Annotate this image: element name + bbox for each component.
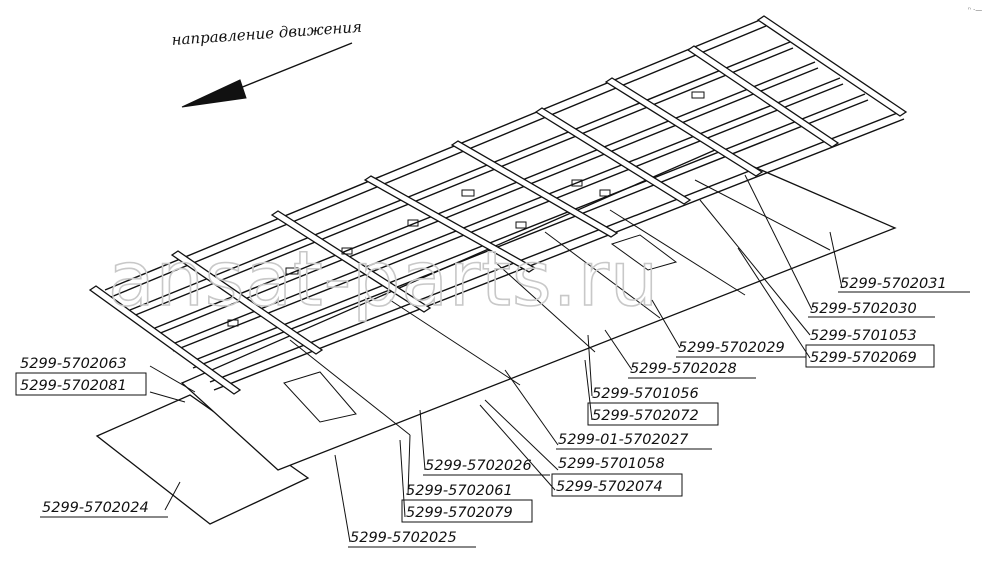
direction-label: направление движения <box>171 18 362 49</box>
callout-5299-5702031: 5299-5702031 <box>840 276 947 292</box>
callout-5299-5702074: 5299-5702074 <box>556 479 663 495</box>
callout-5299-5702028: 5299-5702028 <box>630 361 737 377</box>
callout-5299-5701056: 5299-5701056 <box>592 386 699 402</box>
corner-mark: ⁿ ·— <box>968 6 982 14</box>
callout-5299-5702026: 5299-5702026 <box>425 458 532 474</box>
callout-labels: 5299-5702031 5299-5702030 5299-5701053 5… <box>15 276 970 548</box>
direction-arrow <box>181 42 353 108</box>
leader-lines <box>149 174 843 543</box>
callout-5299-5701058: 5299-5701058 <box>558 456 665 472</box>
callout-5299-5702024: 5299-5702024 <box>42 500 149 516</box>
main-roof-panel <box>180 149 897 471</box>
callout-5299-01-5702027: 5299-01-5702027 <box>558 432 689 448</box>
callout-5299-5702081: 5299-5702081 <box>20 378 127 394</box>
front-hatch <box>283 371 357 423</box>
watermark: ansat-parts.ru <box>108 234 659 323</box>
callout-5299-5702029: 5299-5702029 <box>678 340 785 356</box>
roof-panels <box>95 149 897 525</box>
roof-frame <box>88 15 908 395</box>
callout-5299-5702063: 5299-5702063 <box>20 356 127 372</box>
rear-hatch <box>610 234 678 271</box>
callout-5299-5702079: 5299-5702079 <box>406 505 513 521</box>
callout-5299-5702025: 5299-5702025 <box>350 530 457 546</box>
callout-5299-5701053: 5299-5701053 <box>810 328 917 344</box>
callout-5299-5702030: 5299-5702030 <box>810 301 917 317</box>
callout-5299-5702069: 5299-5702069 <box>810 350 917 366</box>
front-sheet <box>95 394 310 525</box>
callout-5299-5702072: 5299-5702072 <box>592 408 699 424</box>
callout-5299-5702061: 5299-5702061 <box>406 483 513 499</box>
